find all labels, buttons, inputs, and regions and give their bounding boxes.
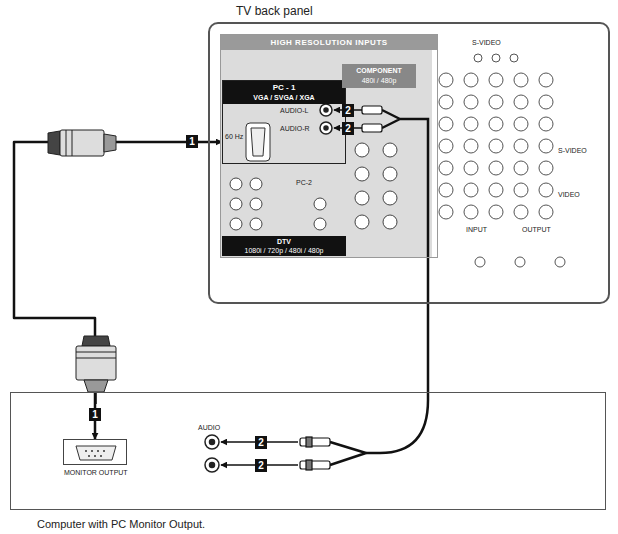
monitor-output-port: MONITOR OUTPUT [63, 439, 127, 465]
node-text: Computer with PC Monitor Output. [37, 518, 205, 530]
jack [539, 161, 553, 175]
node-text: TV back panel [236, 4, 313, 18]
node-text: MONITOR OUTPUT [64, 469, 126, 476]
jack [539, 205, 553, 219]
jack [464, 205, 478, 219]
node-text: VGA / SVGA / XGA [223, 93, 345, 104]
jack-label: AUDIO-R [280, 124, 310, 133]
jack-label: VIDEO [558, 190, 580, 199]
group-label: INPUT [466, 225, 487, 234]
jack [510, 54, 518, 62]
plug-lead [95, 392, 97, 404]
rca-plugs [300, 106, 382, 470]
jack [439, 139, 453, 153]
callout-number: 2 [342, 104, 354, 117]
jack-label: AUDIO-L [280, 106, 308, 115]
callout-number: 2 [342, 122, 354, 135]
group-label: OUTPUT [522, 225, 551, 234]
callout-number: 2 [255, 459, 267, 472]
vga-cable [14, 142, 222, 439]
jack [539, 183, 553, 197]
jack [539, 117, 553, 131]
jack [464, 117, 478, 131]
node-text: 480i / 480p [342, 76, 416, 86]
jack [489, 183, 503, 197]
jack [439, 95, 453, 109]
jack [475, 257, 485, 267]
input-panel-fill [220, 34, 432, 258]
jack [539, 73, 553, 87]
audio-jacks [320, 104, 332, 134]
jack [514, 161, 528, 175]
dtv-band: DTV1080i / 720p / 480i / 480p [222, 236, 346, 256]
jack [464, 95, 478, 109]
node-text: COMPONENT [342, 64, 416, 76]
node-text: HIGH RESOLUTION INPUTS [221, 35, 437, 50]
monitor-port [76, 446, 116, 460]
jack-label: S-VIDEO [472, 38, 501, 47]
av-jack-grid [439, 54, 565, 267]
node-text: 1080i / 720p / 480i / 480p [222, 246, 346, 255]
node-text: DTV [222, 236, 346, 246]
jack [439, 205, 453, 219]
jack [464, 73, 478, 87]
callout-number: 2 [255, 436, 267, 449]
jack [439, 73, 453, 87]
jack [489, 139, 503, 153]
vga-port [246, 123, 270, 161]
component-input: COMPONENT480i / 480p [342, 64, 416, 88]
jack [514, 95, 528, 109]
port-label: AUDIO [198, 423, 220, 432]
jack [489, 73, 503, 87]
computer-audio-jacks [205, 435, 219, 472]
frequency-label: 60 Hz [225, 132, 243, 141]
jack [464, 183, 478, 197]
vga-plug-tv-end [48, 130, 116, 156]
jack [514, 183, 528, 197]
jack [464, 161, 478, 175]
jack [514, 73, 528, 87]
jack [489, 161, 503, 175]
pc1-input: PC - 1VGA / SVGA / XGA [222, 80, 346, 164]
jack [539, 139, 553, 153]
jack [492, 54, 500, 62]
jack [514, 139, 528, 153]
callout-number: 1 [89, 408, 101, 421]
node-text: PC - 1 [223, 81, 345, 93]
jack [474, 54, 482, 62]
vga-plug-computer-end [76, 336, 116, 392]
pc2-jacks [230, 178, 326, 230]
input-panel: HIGH RESOLUTION INPUTS PC - 1VGA / SVGA /… [220, 34, 438, 258]
jack [464, 139, 478, 153]
jack [514, 205, 528, 219]
jack-label: S-VIDEO [558, 146, 587, 155]
input-label: PC-2 [296, 178, 312, 187]
component-jacks [355, 143, 397, 229]
jack [439, 161, 453, 175]
jack [539, 95, 553, 109]
jack [439, 117, 453, 131]
callout-number: 1 [186, 135, 198, 148]
tv-back-panel: TV back panelHIGH RESOLUTION INPUTSPC - … [208, 22, 610, 304]
jack [489, 95, 503, 109]
jack [515, 257, 525, 267]
jack [555, 257, 565, 267]
jack [439, 183, 453, 197]
jack [514, 117, 528, 131]
jack [489, 205, 503, 219]
jack [489, 117, 503, 131]
